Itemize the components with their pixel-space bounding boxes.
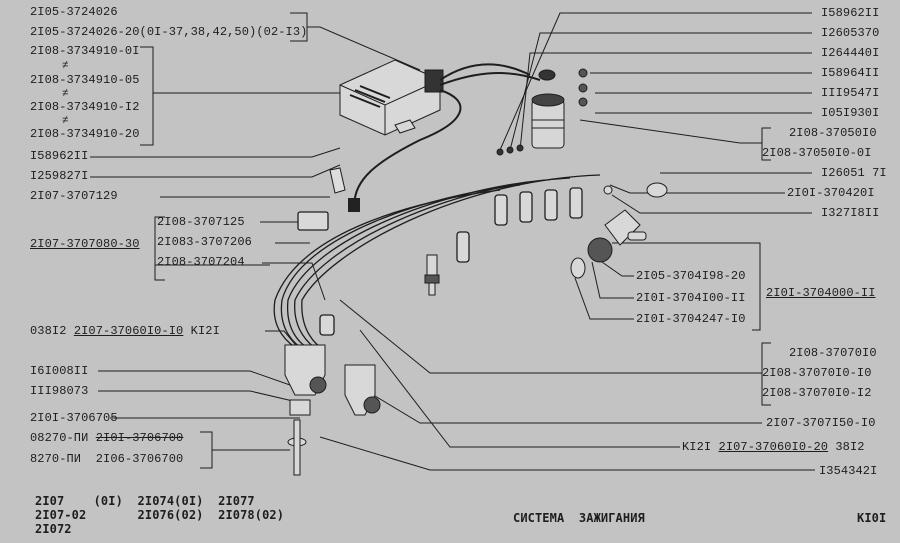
models-row-2: 2I07-02 2I076(02) 2I078(02) [35,508,285,522]
distributor-prefix: 038I2 [30,324,67,338]
models-row-1: 2I07 (0I) 2I074(0I) 2I077 [35,494,255,508]
label-r11: I327I8II [821,206,880,220]
label-distributor: 038I2 2I07-37060I0-I0 KI2I [30,324,220,338]
label-part-161: I6I008II [30,364,89,378]
label-r6: I05I930I [821,106,880,120]
label-wire-set: 2I07-3707080-30 [30,237,140,251]
wiring-harness-drawing [329,63,541,212]
label-wire-1: 2I083-3707206 [157,235,252,249]
models-row-3: 2I072 [35,522,72,536]
label-bracket: 2I07-3707129 [30,189,118,203]
label-module-12: 2I08-3734910-I2 [30,100,140,114]
label-r9: I26051 7I [821,166,887,180]
interchange-mark: ≠ [62,88,69,100]
label-coil-b: 2I08-37050I0-0I [762,146,872,160]
label-wire-holder: 2I08-3707125 [157,215,245,229]
label-drive-old: 08270-ПИ 2I0I-3706700 [30,431,183,445]
distributor-2-number: 2I07-37060I0-20 [718,440,829,454]
distributor-2-suffix: 38I2 [835,440,865,454]
interchange-mark: ≠ [62,60,69,72]
distributor-2-prefix: KI2I [682,440,712,454]
label-washer: I58962II [30,149,89,163]
distributor-drawing [284,344,381,476]
drive-new-number: 2I06-3706700 [95,452,184,466]
page-title: СИСТЕМА ЗАЖИГАНИЯ [513,511,645,525]
label-module-20: 2I08-3734910-20 [30,127,140,141]
label-screw: I259827I [30,169,89,183]
label-module-05: 2I08-3734910-05 [30,73,140,87]
label-switch-assembly: 2I0I-3704000-II [766,286,876,300]
brackets [140,12,771,469]
label-r3: I264440I [821,46,880,60]
label-part-111: III98073 [30,384,89,398]
label-harness-variant: 2I05-3724026-20(0I-37,38,42,50)(02-I3) [30,25,308,39]
label-r4: I58964II [821,66,880,80]
label-cap: 2I07-3707I50-I0 [766,416,876,430]
label-r5: III9547I [821,86,880,100]
ignition-switch-drawing [570,182,668,279]
leader-lines [90,12,815,471]
label-plug-a: 2I08-37070I0 [789,346,877,360]
ht-wires-drawing [273,174,601,351]
label-clamp: 2I0I-3706705 [30,411,118,425]
label-plug-b: 2I08-37070I0-I0 [762,366,872,380]
label-r2: I2605370 [821,26,880,40]
label-plug-c: 2I08-37070I0-I2 [762,386,872,400]
label-r10: 2I0I-370420I [787,186,875,200]
label-r1: I58962II [821,6,880,20]
label-module-01: 2I08-3734910-0I [30,44,140,58]
ignition-coil-drawing [496,68,588,156]
ignition-module-drawing [339,59,444,136]
spark-plug-drawing [424,254,440,296]
label-pin: I354342I [819,464,878,478]
interchange-mark: ≠ [62,115,69,127]
label-drive-new: 8270-ПИ 2I06-3706700 [30,452,183,466]
label-switch-contact: 2I0I-3704I00-II [636,291,746,305]
label-coil-a: 2I08-37050I0 [789,126,877,140]
page-code: KI0I [857,511,887,525]
drive-old-prefix: 08270-ПИ [30,431,89,445]
drive-new-prefix: 8270-ПИ [30,452,82,466]
label-distributor-2: KI2I 2I07-37060I0-20 38I2 [682,440,865,454]
drive-old-number: 2I0I-3706700 [95,431,184,445]
label-switch-ring: 2I0I-3704247-I0 [636,312,746,326]
label-wire-2: 2I08-3707204 [157,255,245,269]
label-switch-key: 2I05-3704I98-20 [636,269,746,283]
distributor-suffix: KI2I [190,324,220,338]
label-harness: 2I05-3724026 [30,5,118,19]
distributor-number: 2I07-37060I0-I0 [73,324,184,338]
